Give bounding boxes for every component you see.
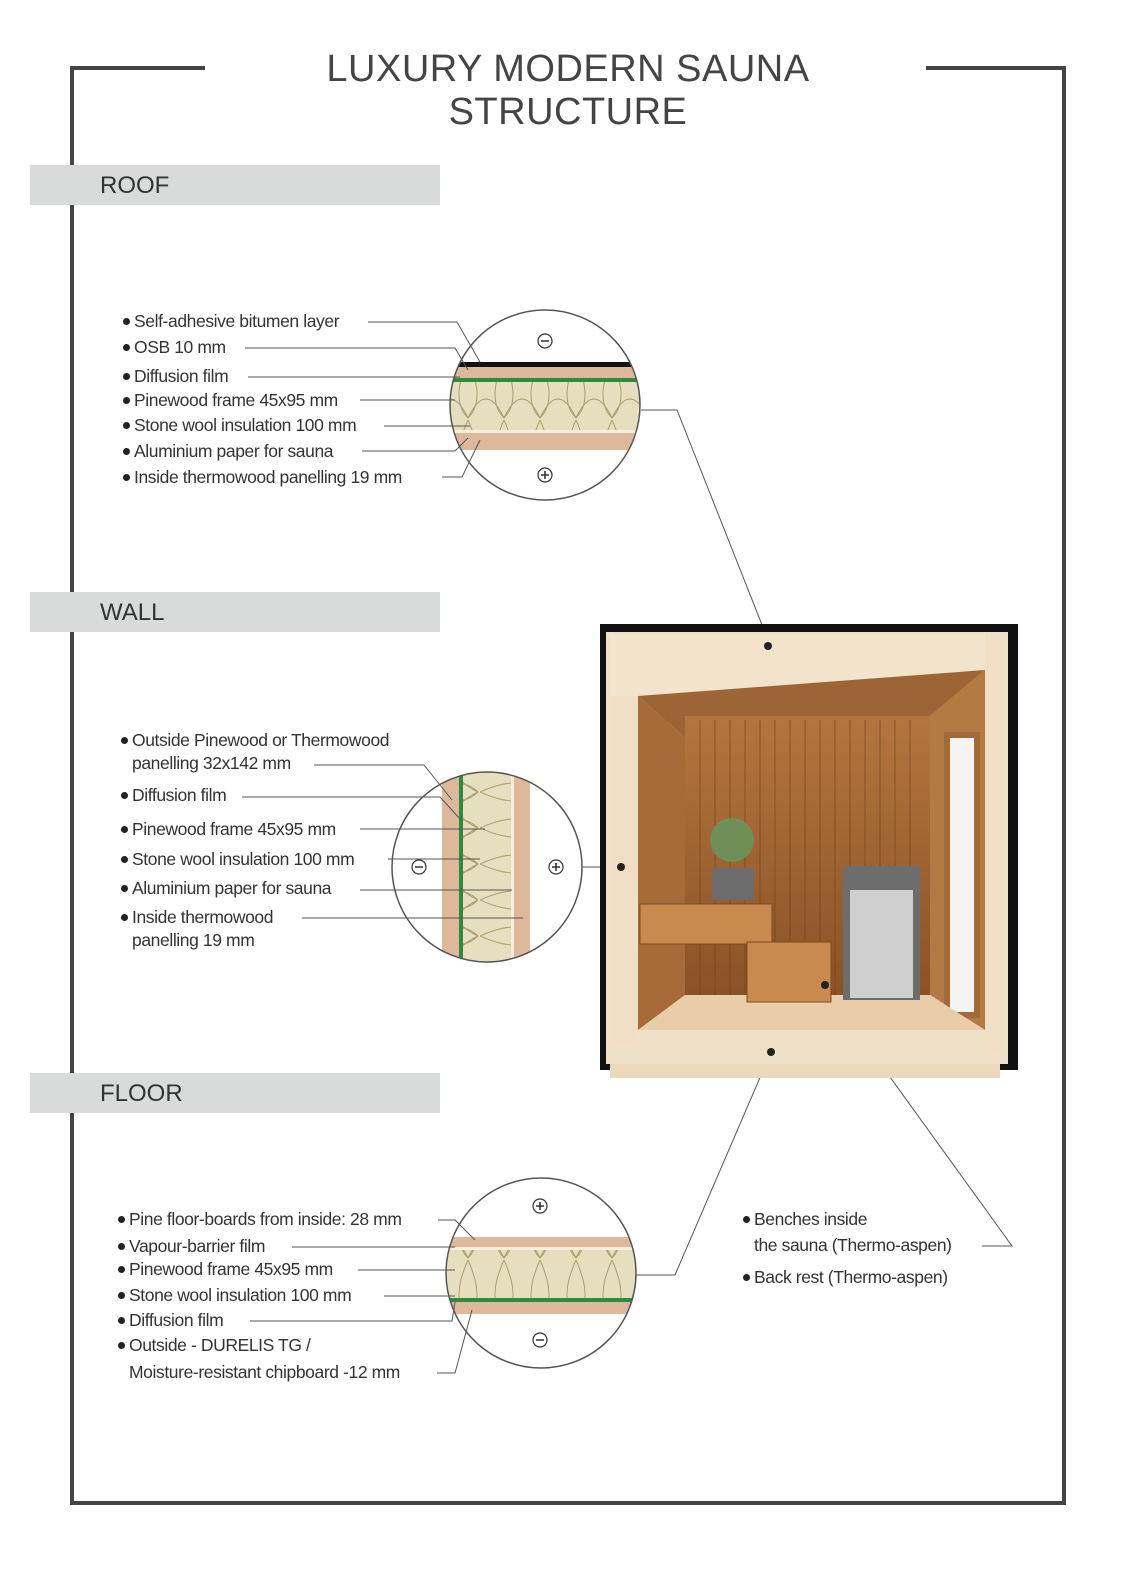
interior-label-backrest: Back rest (Thermo-aspen)	[743, 1267, 948, 1287]
section-label: FLOOR	[100, 1080, 183, 1107]
floor-layer-label: Diffusion film	[117, 1310, 224, 1330]
section-header-floor: FLOOR	[30, 1073, 440, 1113]
interior-label-benches: Benches inside	[742, 1209, 868, 1229]
wall-layer-label: Outside Pinewood or Thermowood	[120, 730, 390, 750]
floor-layer-label: Stone wool insulation 100 mm	[117, 1285, 352, 1305]
wall-layer-label: panelling 32x142 mm	[132, 753, 291, 773]
roof-layer-label: Self-adhesive bitumen layer	[122, 311, 340, 331]
roof-layer-label: Diffusion film	[122, 366, 229, 386]
section-header-roof: ROOF	[30, 165, 440, 205]
wall-layer-label: Pinewood frame 45x95 mm	[121, 819, 336, 839]
floor-layer-label: Moisture-resistant chipboard -12 mm	[129, 1362, 400, 1382]
page-title: LUXURY MODERN SAUNA STRUCTURE	[210, 48, 926, 134]
section-header-wall: WALL	[30, 592, 440, 632]
floor-cross-section	[446, 1237, 636, 1314]
floor-layer-label: Vapour-barrier film	[117, 1236, 266, 1256]
outer-frame	[70, 66, 1066, 1505]
wall-layer-label: Diffusion film	[120, 785, 227, 805]
roof-layer-label: Inside thermowood panelling 19 mm	[123, 467, 402, 487]
wall-layer-label: Stone wool insulation 100 mm	[120, 849, 355, 869]
roof-cross-section	[450, 362, 640, 450]
roof-layer-label: OSB 10 mm	[123, 337, 226, 357]
wall-cross-section	[442, 772, 530, 962]
section-label: WALL	[100, 599, 165, 626]
wall-layer-label: Aluminium paper for sauna	[120, 878, 332, 898]
section-label: ROOF	[100, 172, 170, 199]
sauna-illustration	[600, 624, 1018, 1078]
roof-layer-label: Pinewood frame 45x95 mm	[123, 390, 338, 410]
wall-layer-label: panelling 19 mm	[132, 930, 255, 950]
floor-layer-label: Pine floor-boards from inside: 28 mm	[118, 1209, 402, 1229]
floor-layer-label: Pinewood frame 45x95 mm	[118, 1259, 333, 1279]
roof-layer-label: Stone wool insulation 100 mm	[122, 415, 357, 435]
floor-layer-label: Outside - DURELIS TG /	[118, 1335, 311, 1355]
roof-leader-lines	[245, 321, 769, 641]
wall-layer-label: Inside thermowood	[120, 907, 274, 927]
polarity-symbols	[411, 333, 564, 1348]
wall-leader-lines	[242, 764, 621, 919]
interior-label-benches-cont: the sauna (Thermo-aspen)	[754, 1235, 952, 1255]
roof-layer-label: Aluminium paper for sauna	[122, 441, 334, 461]
